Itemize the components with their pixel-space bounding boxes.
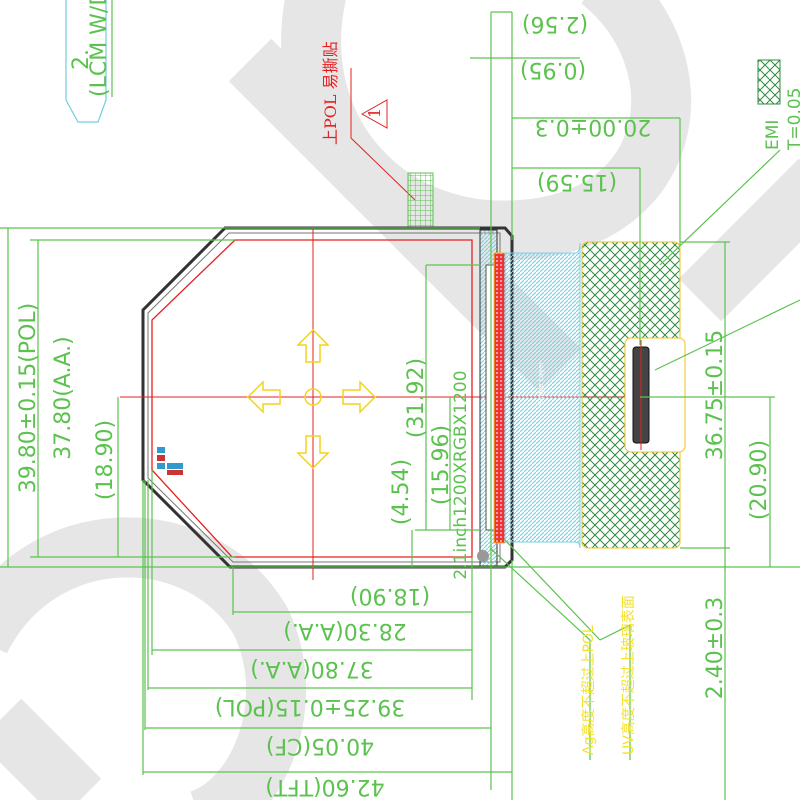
pol-outline	[147, 232, 501, 563]
dim-inner-3: (4.54)	[389, 459, 414, 525]
ag-dot	[477, 550, 489, 562]
dim-top-2: (0.95)	[520, 57, 586, 82]
dim-bottom-3: 37.80(A.A.)	[250, 656, 373, 681]
dimension-lines	[0, 11, 800, 800]
dim-inner-1: (31.92)	[404, 358, 429, 438]
dim-bottom-2: 28.30(A.A.)	[283, 618, 406, 643]
warning-number: 1	[365, 108, 384, 118]
dim-inner-2: (15.96)	[429, 425, 454, 505]
note-ag: Ag高度不超过上POL	[580, 625, 597, 755]
pol-leader	[350, 68, 416, 201]
title-fragment: 2.	[69, 49, 94, 70]
dim-right-2: (20.90)	[747, 440, 772, 520]
fpc-tail	[504, 242, 581, 549]
panel-label: 2.1inch1200XRGBX1200	[451, 370, 471, 579]
emi-label: EMI	[763, 120, 783, 150]
dim-top-1: (2.56)	[522, 11, 588, 36]
dim-bottom-4: 39.25±0.15(POL)	[215, 694, 405, 719]
dim-top-3: 20.00±0.3	[535, 114, 651, 139]
dim-left-3: (18.90)	[93, 420, 118, 500]
emi-thickness: T=0.05	[785, 88, 800, 151]
pol-note: 上POL 易撕贴	[321, 41, 340, 145]
fpc-label: Single Layer	[537, 362, 545, 405]
emi-legend-swatch	[757, 59, 781, 105]
pin-marker-icon	[157, 447, 183, 475]
dim-bottom-6: 42.60(TFT)	[265, 774, 384, 799]
title-sub: (LCM W/D	[87, 0, 112, 97]
ic-chip	[485, 264, 495, 531]
dim-right-1: 36.75±0.15	[703, 330, 728, 460]
dim-left-2: 37.80(A.A.)	[51, 336, 76, 459]
direction-arrows-icon	[246, 328, 377, 470]
dim-top-4: (15.59)	[537, 169, 617, 194]
note-uv: UV高度不超过上玻璃表面	[620, 595, 637, 755]
dim-left-1: 39.80±0.15(POL)	[16, 303, 41, 493]
dim-bottom-1: (18.90)	[350, 583, 430, 608]
title-bubble	[65, 0, 107, 123]
dim-right-3: 2.40±0.3	[703, 597, 728, 699]
fpc-bonding	[493, 252, 506, 544]
pol-tab	[407, 172, 434, 229]
warning-triangle-icon	[360, 99, 388, 129]
dim-bottom-5: 40.05(CF)	[266, 733, 374, 758]
